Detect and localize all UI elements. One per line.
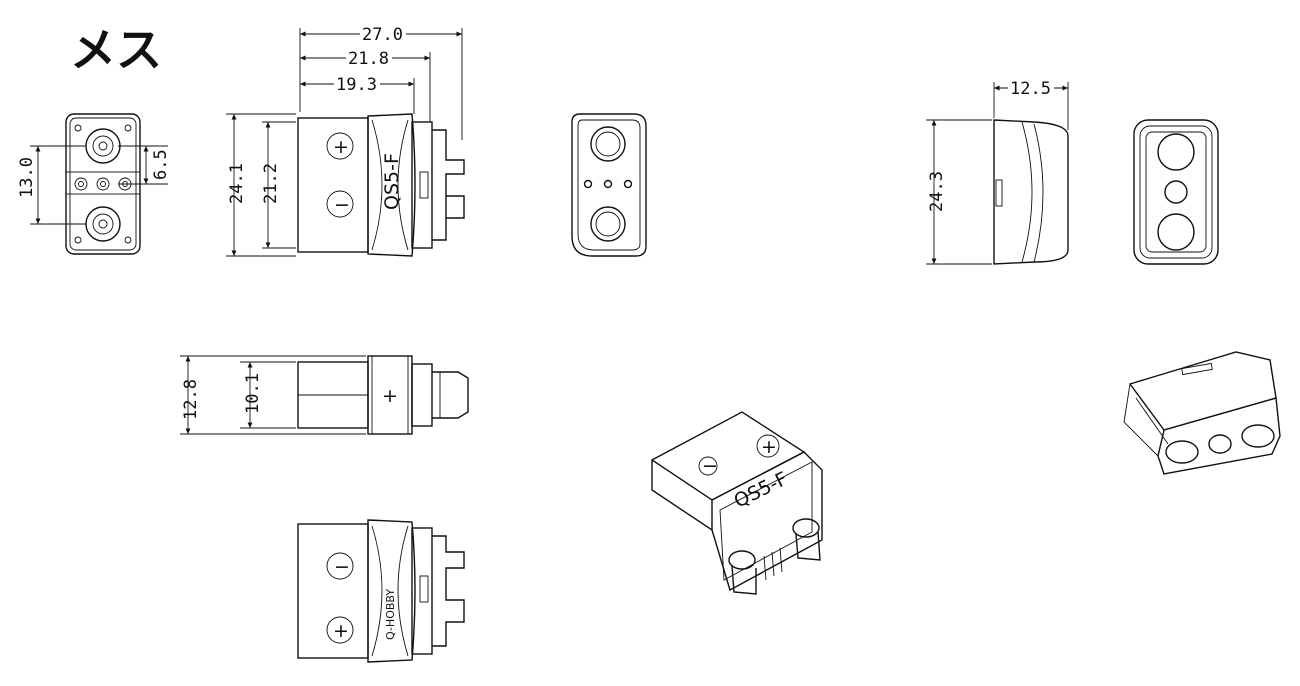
side-view-top: + − QS5-F 27.0 21.8 19.3 24.1 21.2 (226, 24, 465, 257)
side-view-bottom: − + Q-HOBBY (297, 519, 465, 663)
dim-12-5: 12.5 (1010, 79, 1051, 99)
cap-front-view (1133, 119, 1219, 265)
dim-6-5: 6.5 (151, 149, 171, 180)
plus-mark-iso: − (702, 455, 718, 477)
dim-24-3: 24.3 (927, 171, 947, 212)
plus-mark-bottom: + (333, 620, 349, 642)
dim-21-2: 21.2 (261, 163, 281, 204)
iso-connector: − + QS5-F (650, 411, 823, 595)
dim-27-0: 27.0 (362, 25, 403, 45)
dim-19-3: 19.3 (336, 75, 377, 95)
dim-13-0: 13.0 (17, 157, 37, 198)
title-female: メス (70, 23, 162, 77)
plus-mark: + (333, 136, 349, 158)
plus-mark-top: + (382, 385, 398, 407)
cap-side-view: 12.5 24.3 (926, 78, 1069, 265)
dim-10-1: 10.1 (243, 373, 263, 414)
top-view: + 12.8 10.1 (180, 355, 469, 435)
rear-view (571, 113, 647, 257)
minus-mark-iso: + (761, 436, 777, 458)
brand-label: Q-HOBBY (384, 589, 397, 640)
dim-21-8: 21.8 (348, 49, 389, 69)
minus-mark-bottom: − (334, 556, 350, 578)
dim-24-1: 24.1 (227, 163, 247, 204)
iso-cap (1123, 351, 1281, 475)
dim-12-8: 12.8 (181, 379, 201, 420)
model-label: QS5-F (381, 153, 403, 210)
front-view: 13.0 6.5 (17, 113, 171, 255)
minus-mark: − (334, 194, 350, 216)
